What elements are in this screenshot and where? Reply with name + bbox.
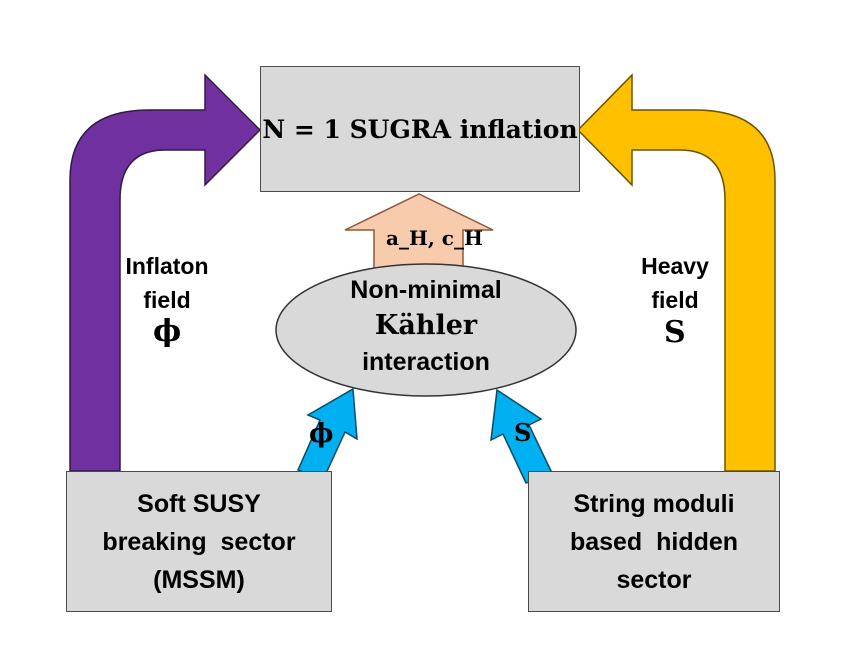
inflaton-field-label: Inflaton field bbox=[112, 249, 222, 317]
sugra-inflation-label: N = 1 SUGRA inflation bbox=[262, 114, 578, 144]
blue-arrow-right-symbol: S bbox=[514, 418, 532, 447]
inflaton-line1: Inflaton bbox=[125, 253, 209, 279]
heavy-field-label: Heavy field bbox=[620, 249, 730, 317]
oval-line1: Non-minimal bbox=[350, 276, 502, 304]
heavy-line2: field bbox=[651, 287, 699, 313]
soft-susy-line2: breaking sector bbox=[102, 527, 296, 556]
blue-arrow-left-symbol: ϕ bbox=[309, 419, 334, 449]
heavy-line1: Heavy bbox=[641, 253, 709, 279]
coupling-label: a_H, c_H bbox=[386, 226, 483, 250]
soft-susy-box: Soft SUSY breaking sector (MSSM) bbox=[66, 471, 332, 612]
string-moduli-box: String moduli based hidden sector bbox=[528, 471, 780, 612]
gold-arrow bbox=[576, 73, 776, 472]
string-moduli-line1: String moduli bbox=[573, 489, 735, 518]
oval-line2: Kähler bbox=[374, 310, 478, 341]
oval-line3: interaction bbox=[362, 348, 490, 376]
peach-up-arrow bbox=[344, 193, 494, 271]
soft-susy-line3: (MSSM) bbox=[153, 565, 245, 594]
string-moduli-line2: based hidden bbox=[569, 527, 739, 556]
inflaton-line2: field bbox=[143, 287, 191, 313]
soft-susy-line1: Soft SUSY bbox=[137, 489, 261, 518]
inflaton-symbol: ϕ bbox=[153, 314, 182, 349]
purple-arrow bbox=[69, 73, 262, 472]
blue-arrow-right bbox=[490, 388, 554, 484]
sugra-inflation-box: N = 1 SUGRA inflation bbox=[260, 66, 580, 192]
heavy-symbol: S bbox=[664, 315, 686, 350]
kahler-interaction-label: Non-minimal Kähler interaction bbox=[276, 272, 576, 380]
string-moduli-line3: sector bbox=[616, 565, 692, 594]
kahler-oval bbox=[275, 263, 577, 397]
